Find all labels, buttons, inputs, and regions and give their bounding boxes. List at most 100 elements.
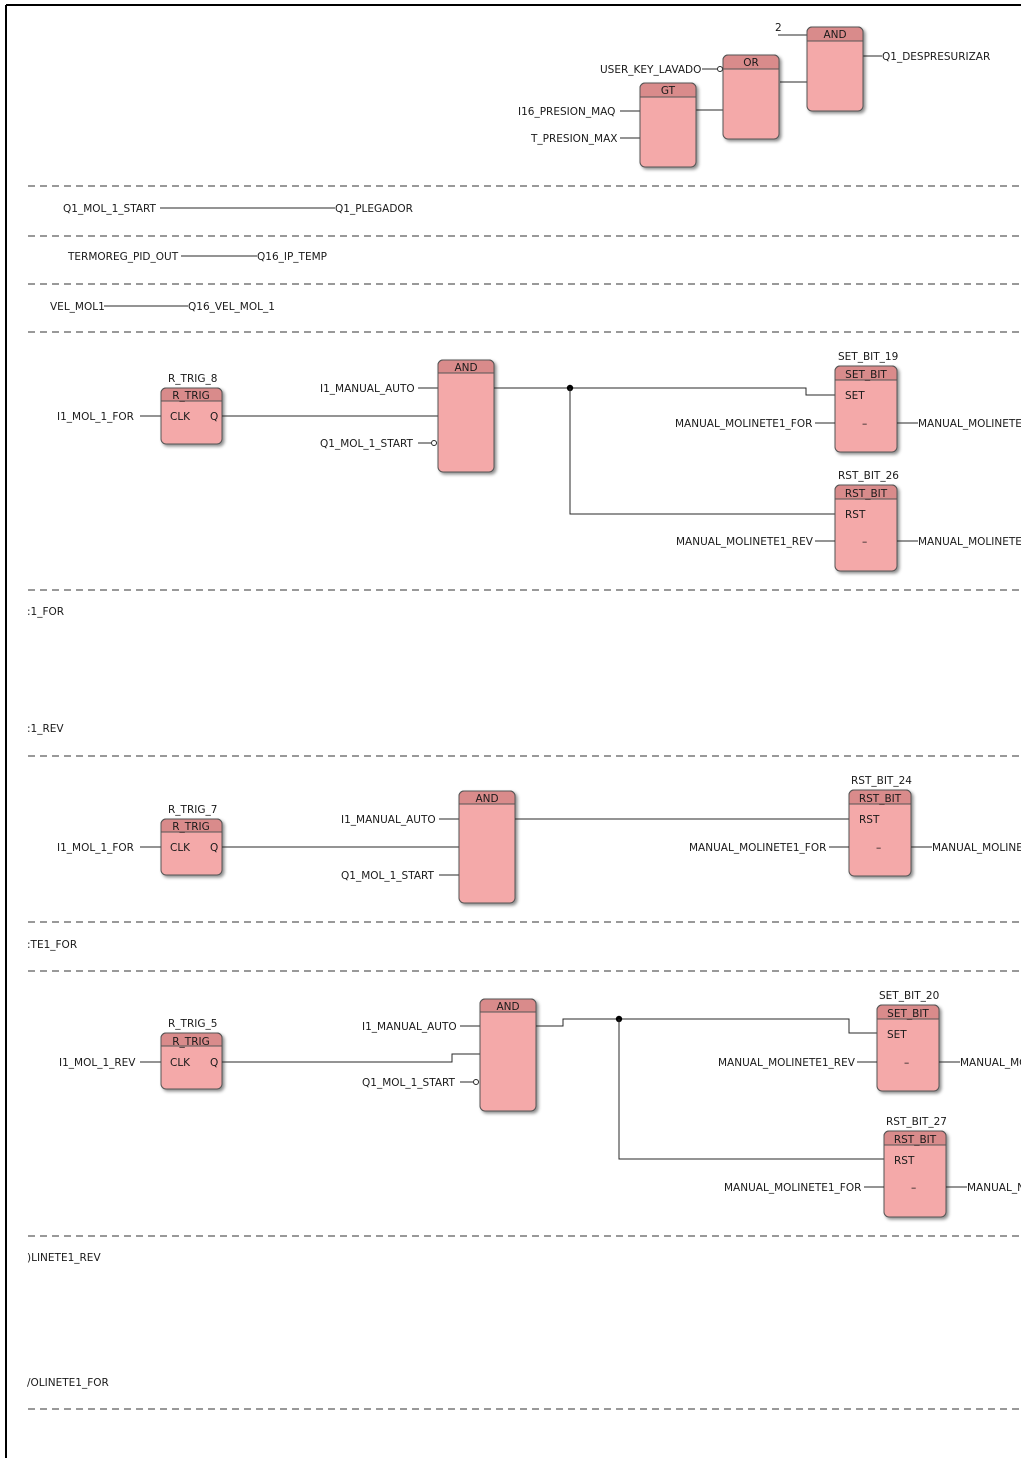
block-type: AND (823, 29, 846, 41)
label-q1-despresurizar: Q1_DESPRESURIZAR (882, 51, 990, 63)
label-i1-mol-1-rev: I1_MOL_1_REV (59, 1057, 136, 1069)
block-type: OR (743, 57, 759, 69)
rung-separators (28, 185, 1021, 1410)
label-q1-mol-1-start: Q1_MOL_1_START (320, 438, 414, 450)
block-type: SET_BIT (845, 369, 887, 381)
label-i16-presion-maq: I16_PRESION_MAQ (518, 106, 615, 118)
rst-bit-instance: RST_BIT_24 (851, 775, 912, 787)
block-type: R_TRIG (172, 390, 210, 402)
set-bit-instance: SET_BIT_20 (879, 990, 939, 1002)
label-manual-mc-out: MANUAL_MC (960, 1057, 1021, 1069)
pin-set: SET (887, 1029, 907, 1041)
label-q16-ip-temp: Q16_IP_TEMP (257, 251, 327, 263)
block-r-trig[interactable]: R_TRIG CLK Q (160, 818, 223, 876)
label-q1-mol-1-start: Q1_MOL_1_START (341, 870, 435, 882)
label-q16-vel-mol-1: Q16_VEL_MOL_1 (188, 301, 275, 313)
pin-q: Q (210, 842, 218, 854)
label-i1-manual-auto: I1_MANUAL_AUTO (362, 1021, 457, 1033)
pin-clk: CLK (170, 1057, 191, 1069)
label-termoreg-pid-out: TERMOREG_PID_OUT (67, 251, 179, 263)
pin-rst: RST (845, 509, 866, 521)
rung-3: TERMOREG_PID_OUT Q16_IP_TEMP (67, 251, 327, 263)
label-i1-mol-1-for: I1_MOL_1_FOR (57, 411, 134, 423)
wire (618, 1019, 884, 1160)
label-manual-molinete1-for: MANUAL_MOLINETE1_FOR (724, 1182, 861, 1194)
block-rst-bit[interactable]: RST_BIT RST – (848, 789, 912, 877)
label-manual-molinete1-rev: MANUAL_MOLINETE1_REV (676, 536, 814, 548)
block-type: AND (454, 362, 477, 374)
rung-4: VEL_MOL1 Q16_VEL_MOL_1 (50, 301, 275, 313)
block-rst-bit[interactable]: RST_BIT RST – (834, 484, 898, 572)
label-manual-molinete-out: MANUAL_MOLINETE (918, 418, 1021, 430)
constant-2: 2 (775, 22, 782, 34)
rst-bit-instance: RST_BIT_27 (886, 1116, 947, 1128)
rung-1: 2 USER_KEY_LAVADO I16_PRESION_MAQ T_PRES… (518, 22, 990, 168)
block-set-bit[interactable]: SET_BIT SET – (876, 1004, 940, 1092)
pin-clk: CLK (170, 411, 191, 423)
wire (494, 387, 835, 396)
pin-dash: – (911, 1182, 916, 1194)
rung-7: I1_MOL_1_REV R_TRIG_5 R_TRIG CLK Q I1_MA… (59, 990, 1021, 1218)
label-manual-molinete1-rev: MANUAL_MOLINETE1_REV (718, 1057, 856, 1069)
block-and[interactable]: AND (458, 790, 516, 904)
block-type: GT (661, 85, 676, 97)
pin-dash: – (904, 1057, 909, 1069)
negation-circle (473, 1079, 479, 1085)
block-r-trig[interactable]: R_TRIG CLK Q (160, 1032, 223, 1090)
block-type: RST_BIT (894, 1134, 937, 1146)
pin-q: Q (210, 411, 218, 423)
set-bit-instance: SET_BIT_19 (838, 351, 898, 363)
block-and[interactable]: AND (806, 26, 864, 112)
label-manual-molinete-out: MANUAL_MOLINETE (918, 536, 1021, 548)
rung-6: I1_MOL_1_FOR R_TRIG_7 R_TRIG CLK Q I1_MA… (57, 775, 1021, 904)
wire (569, 388, 835, 515)
pin-dash: – (862, 418, 867, 430)
block-type: RST_BIT (859, 793, 902, 805)
rtrig-instance: R_TRIG_8 (168, 373, 217, 385)
label-q1-plegador: Q1_PLEGADOR (335, 203, 413, 215)
negation-circle (717, 66, 723, 72)
label-manual-molinete1-for: MANUAL_MOLINETE1_FOR (689, 842, 826, 854)
rtrig-instance: R_TRIG_5 (168, 1018, 217, 1030)
label-i1-mol-1-for: I1_MOL_1_FOR (57, 842, 134, 854)
block-type: RST_BIT (845, 488, 888, 500)
label-manual-moline-out: MANUAL_MOLINE (932, 842, 1021, 854)
block-rst-bit[interactable]: RST_BIT RST – (883, 1130, 947, 1218)
label-q1-mol-1-start: Q1_MOL_1_START (63, 203, 157, 215)
wire (536, 1018, 877, 1034)
block-and[interactable]: AND (479, 998, 537, 1112)
label-i1-manual-auto: I1_MANUAL_AUTO (320, 383, 415, 395)
block-and[interactable]: AND (437, 359, 495, 473)
label-manual-molinete1-for: MANUAL_MOLINETE1_FOR (675, 418, 812, 430)
wire (222, 1053, 480, 1063)
block-or[interactable]: OR (722, 54, 780, 140)
cut-label: :1_REV (27, 723, 64, 735)
rtrig-instance: R_TRIG_7 (168, 804, 217, 816)
cut-label: :1_FOR (27, 606, 64, 618)
cut-label: /OLINETE1_FOR (27, 1377, 109, 1389)
pin-dash: – (862, 536, 867, 548)
pin-clk: CLK (170, 842, 191, 854)
block-r-trig[interactable]: R_TRIG CLK Q (160, 387, 223, 445)
pin-rst: RST (859, 814, 880, 826)
block-type: AND (475, 793, 498, 805)
pin-rst: RST (894, 1155, 915, 1167)
label-user-key-lavado: USER_KEY_LAVADO (600, 64, 701, 76)
label-q1-mol-1-start: Q1_MOL_1_START (362, 1077, 456, 1089)
pin-set: SET (845, 390, 865, 402)
label-vel-mol1: VEL_MOL1 (50, 301, 105, 313)
negation-circle (431, 440, 437, 446)
block-type: R_TRIG (172, 1036, 210, 1048)
rung-5: I1_MOL_1_FOR R_TRIG_8 R_TRIG CLK Q I1_MA… (57, 351, 1021, 572)
rung-2: Q1_MOL_1_START Q1_PLEGADOR (63, 203, 413, 215)
rst-bit-instance: RST_BIT_26 (838, 470, 899, 482)
cut-label: )LINETE1_REV (27, 1252, 101, 1264)
label-i1-manual-auto: I1_MANUAL_AUTO (341, 814, 436, 826)
cut-label: :TE1_FOR (27, 939, 77, 951)
block-type: AND (496, 1001, 519, 1013)
block-set-bit[interactable]: SET_BIT SET – (834, 365, 898, 453)
block-type: R_TRIG (172, 821, 210, 833)
block-gt[interactable]: GT (639, 82, 697, 168)
label-manual-n-out: MANUAL_N (967, 1182, 1021, 1194)
